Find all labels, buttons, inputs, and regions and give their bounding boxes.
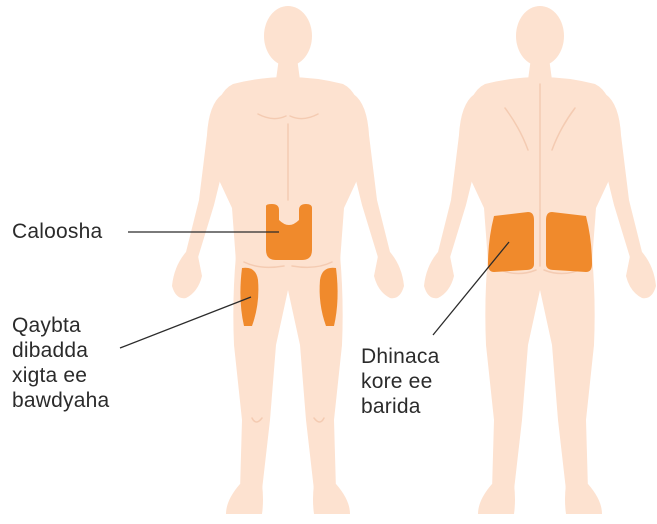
- left-buttock-injection-site: [546, 212, 592, 272]
- buttock-label-line-1: Dhinaca: [361, 344, 439, 369]
- right-buttock-injection-site: [488, 212, 534, 272]
- buttock-label: Dhinaca kore ee barida: [361, 344, 439, 419]
- thigh-label-line-2: dibadda: [12, 338, 109, 363]
- thigh-label-line-4: bawdyaha: [12, 388, 109, 413]
- buttock-label-line-3: barida: [361, 394, 439, 419]
- thigh-label: Qaybta dibadda xigta ee bawdyaha: [12, 313, 109, 413]
- thigh-label-line-1: Qaybta: [12, 313, 109, 338]
- front-body-figure: [172, 6, 404, 514]
- abdomen-label: Caloosha: [12, 219, 102, 244]
- thigh-leader-line: [120, 297, 251, 348]
- thigh-label-line-3: xigta ee: [12, 363, 109, 388]
- abdomen-label-text: Caloosha: [12, 219, 102, 244]
- back-body-figure: [424, 6, 656, 514]
- buttock-label-line-2: kore ee: [361, 369, 439, 394]
